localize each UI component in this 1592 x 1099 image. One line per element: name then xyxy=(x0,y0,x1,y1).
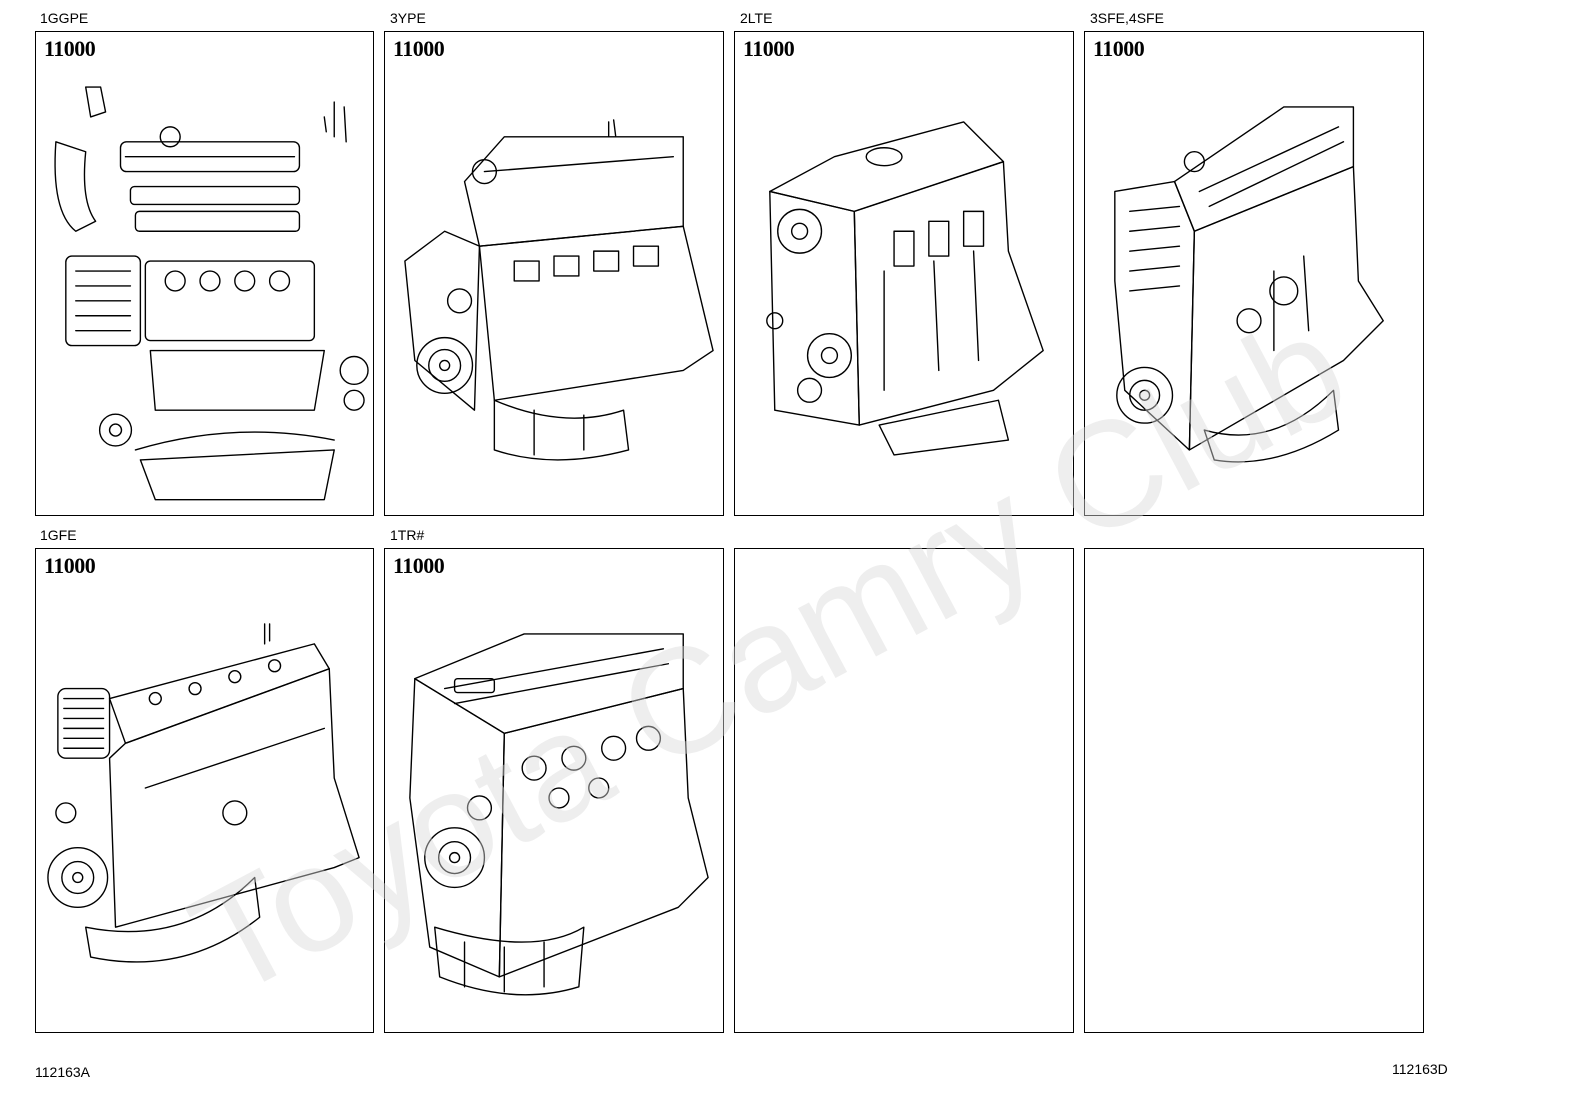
exploded-engine-illustration xyxy=(54,86,369,501)
engine-block-illustration xyxy=(766,121,1044,456)
panel-caption-1gfe: 1GFE xyxy=(40,527,77,543)
part-code: 11000 xyxy=(743,36,795,61)
engine-panel-3ype[interactable]: 11000 xyxy=(384,31,724,516)
panel-caption-3ype: 3YPE xyxy=(390,10,426,26)
part-code: 11000 xyxy=(393,553,445,578)
engine-block-illustration xyxy=(404,119,714,461)
part-code: 11000 xyxy=(1093,36,1145,61)
engine-panel-1tr[interactable]: 11000 xyxy=(384,548,724,1033)
footer-ref-right: 112163D xyxy=(1392,1061,1448,1077)
part-code: 11000 xyxy=(44,36,96,61)
empty-panel xyxy=(1084,548,1424,1033)
engine-panel-2lte[interactable]: 11000 xyxy=(734,31,1074,516)
panel-caption-2lte: 2LTE xyxy=(740,10,773,26)
panel-caption-1ggpe: 1GGPE xyxy=(40,10,89,26)
part-code: 11000 xyxy=(44,553,96,578)
engine-panel-3sfe-4sfe[interactable]: 11000 xyxy=(1084,31,1424,516)
engine-panel-1gfe[interactable]: 11000 xyxy=(35,548,374,1033)
engine-panel-1ggpe[interactable]: 11000 xyxy=(35,31,374,516)
engine-block-illustration xyxy=(1114,106,1384,463)
part-code: 11000 xyxy=(393,36,445,61)
panel-caption-1tr: 1TR# xyxy=(390,527,425,543)
panel-caption-3sfe-4sfe: 3SFE,4SFE xyxy=(1090,10,1164,26)
engine-block-illustration xyxy=(47,623,360,963)
footer-ref-left: 112163A xyxy=(35,1064,91,1080)
empty-panel xyxy=(734,548,1074,1033)
engine-block-illustration xyxy=(409,633,709,996)
